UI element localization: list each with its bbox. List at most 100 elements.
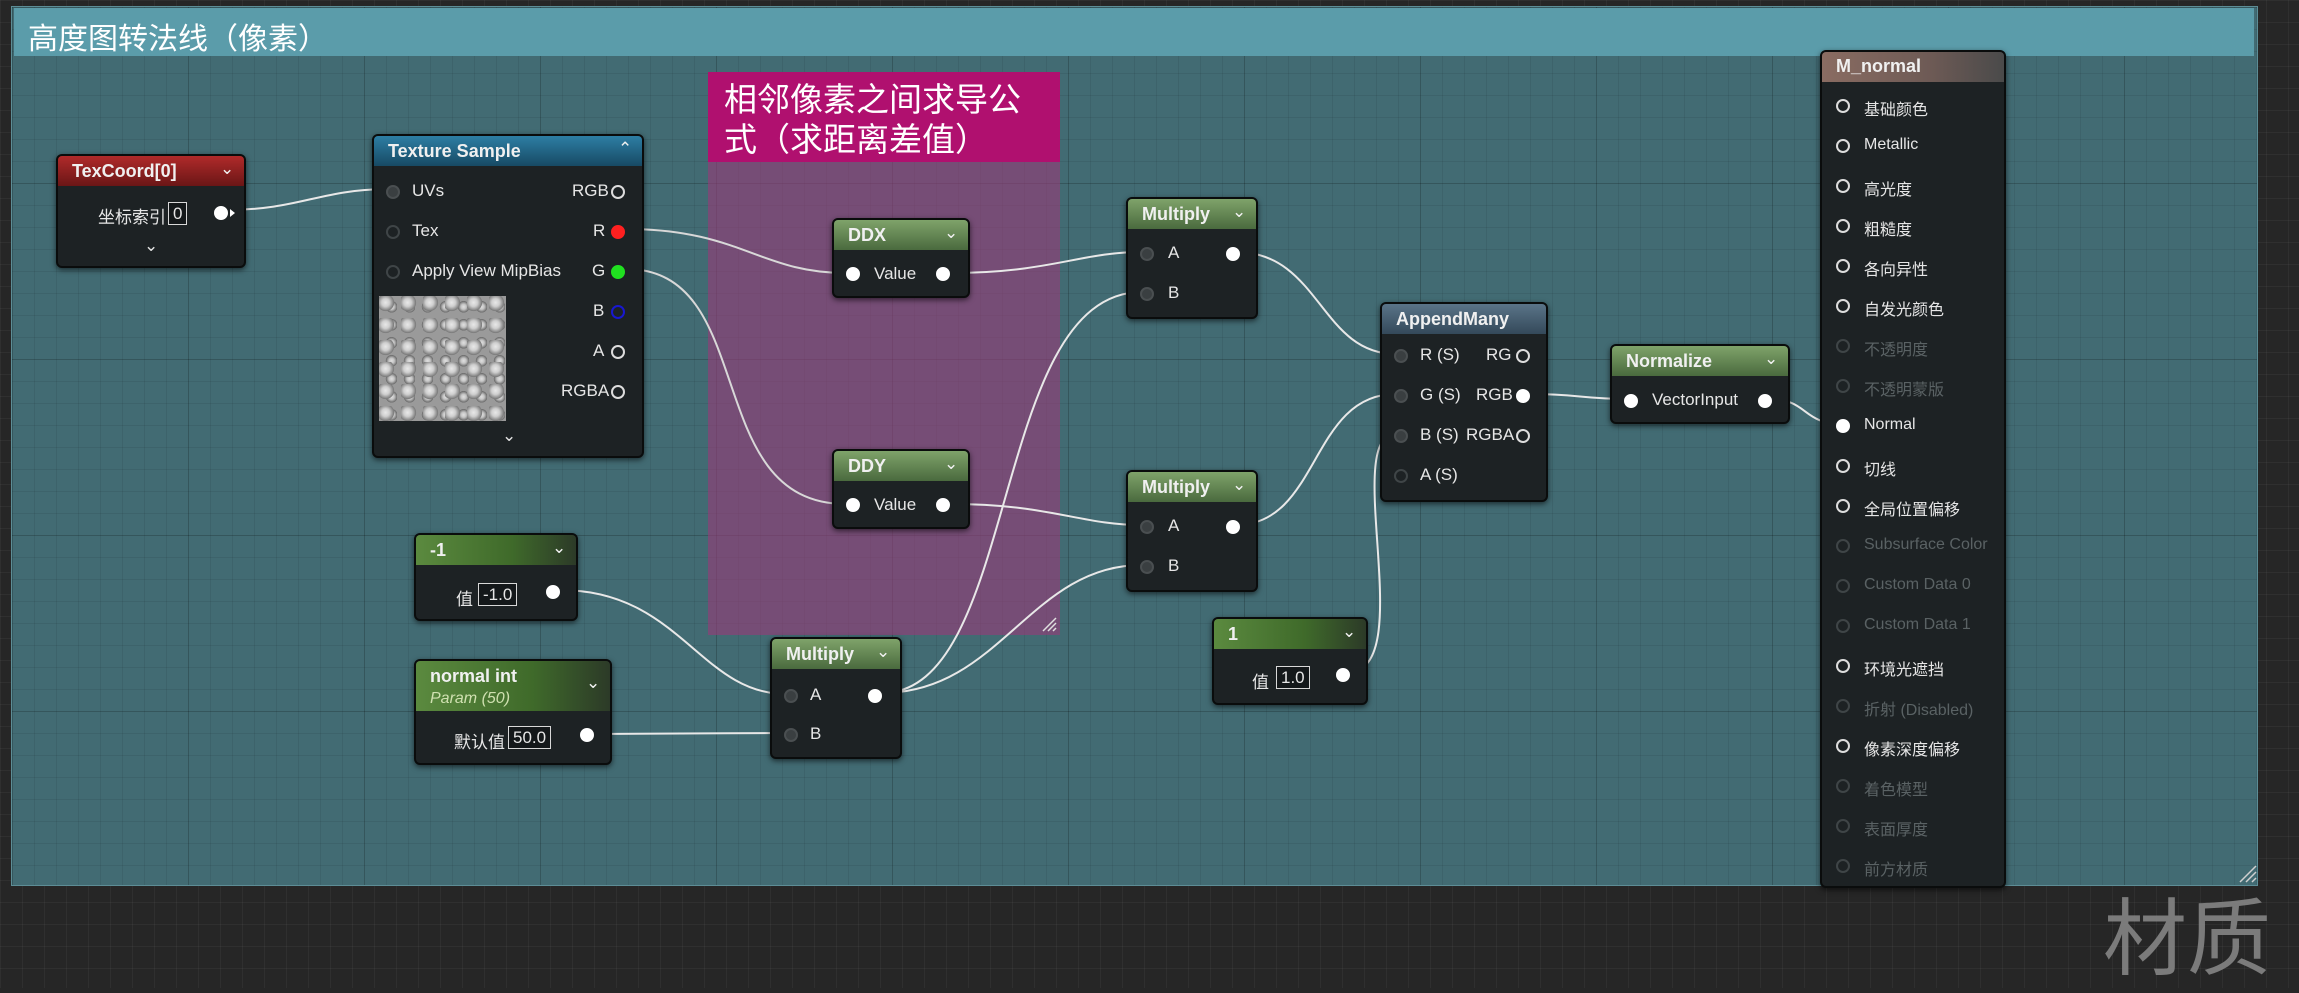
normalize-header[interactable] [1612,346,1788,376]
chevron-down-icon[interactable]: ⌄ [586,673,601,692]
append-rgb-pin[interactable] [1516,389,1530,403]
chevron-down-icon[interactable]: ⌄ [876,642,891,661]
uvs-input-pin[interactable] [386,185,400,199]
append-r-pin[interactable] [1394,349,1408,363]
multiply-b-a-pin[interactable] [1140,520,1154,534]
multiply-b-output-pin[interactable] [1226,520,1240,534]
append-b-pin[interactable] [1394,429,1408,443]
multiply-a-output-pin[interactable] [1226,247,1240,261]
chevron-down-icon[interactable]: ⌄ [944,454,959,473]
tex-input-pin[interactable] [386,225,400,239]
multiply-b-header[interactable] [1128,472,1256,502]
material-pin-dot[interactable] [1836,779,1850,793]
material-pin-dot[interactable] [1836,179,1850,193]
ddx-input-pin[interactable] [846,267,860,281]
material-pin-dot[interactable] [1836,579,1850,593]
comment-header[interactable] [14,8,2254,56]
inner-comment-header[interactable] [708,72,1060,162]
expand-chevron-icon[interactable]: ⌄ [502,426,517,445]
const-neg1-output-pin[interactable] [546,585,560,599]
chevron-down-icon[interactable]: ⌄ [1232,475,1247,494]
a-output-pin[interactable] [611,345,625,359]
material-pin-dot[interactable] [1836,379,1850,393]
ddy-node[interactable]: DDY ⌄ Value [832,449,970,529]
material-pin-dot[interactable] [1836,99,1850,113]
const-1-value-field[interactable]: 1.0 [1276,666,1310,689]
normal-int-node[interactable]: normal int Param (50) ⌄ 默认值 50.0 [414,659,612,765]
ddx-node[interactable]: DDX ⌄ Value [832,218,970,298]
ddx-header[interactable] [834,220,968,250]
material-pin-dot[interactable] [1836,739,1850,753]
ddy-header[interactable] [834,451,968,481]
material-pin-dot[interactable] [1836,139,1850,153]
r-output-pin[interactable] [611,225,625,239]
append-a-pin[interactable] [1394,469,1408,483]
rgba-output-pin[interactable] [611,385,625,399]
material-pin-dot[interactable] [1836,259,1850,273]
const-neg1-header[interactable] [416,535,576,565]
b-output-pin[interactable] [611,305,625,319]
material-pin-dot[interactable] [1836,459,1850,473]
append-rgba-pin[interactable] [1516,429,1530,443]
material-pin-dot[interactable] [1836,339,1850,353]
inner-comment-box[interactable] [708,72,1060,635]
multiply-c-output-pin[interactable] [868,689,882,703]
rgb-output-pin[interactable] [611,185,625,199]
texcoord-output-pin[interactable] [214,206,228,220]
const-neg1-value-field[interactable]: -1.0 [478,583,518,606]
material-pin-dot[interactable] [1836,859,1850,873]
multiply-a-a-pin[interactable] [1140,247,1154,261]
const-1-node[interactable]: 1 ⌄ 值 1.0 [1212,617,1368,705]
normalize-node[interactable]: Normalize ⌄ VectorInput [1610,344,1790,424]
mipbias-input-pin[interactable] [386,265,400,279]
material-pin-dot[interactable] [1836,619,1850,633]
texcoord-node[interactable]: TexCoord[0] ⌄ 坐标索引 0 ⌄ [56,154,246,268]
expand-chevron-icon[interactable]: ⌄ [144,236,159,255]
append-g-pin[interactable] [1394,389,1408,403]
multiply-c-header[interactable] [772,639,900,669]
texcoord-header[interactable] [58,156,244,186]
multiply-a-b-pin[interactable] [1140,287,1154,301]
texcoord-index-field[interactable]: 0 [168,202,188,225]
ddx-output-pin[interactable] [936,267,950,281]
material-pin-dot[interactable] [1836,419,1850,433]
inner-comment-resize-handle[interactable] [1040,615,1058,633]
const-1-header[interactable] [1214,619,1366,649]
ddy-output-pin[interactable] [936,498,950,512]
material-pin-dot[interactable] [1836,699,1850,713]
multiply-a-node[interactable]: Multiply ⌄ A B [1126,197,1258,319]
normal-int-value-field[interactable]: 50.0 [508,726,552,749]
multiply-a-header[interactable] [1128,199,1256,229]
material-pin-dot[interactable] [1836,659,1850,673]
multiply-c-node[interactable]: Multiply ⌄ A B [770,637,902,759]
comment-resize-handle[interactable] [2236,862,2258,884]
chevron-down-icon[interactable]: ⌄ [220,159,235,178]
normalize-output-pin[interactable] [1758,394,1772,408]
multiply-c-b-pin[interactable] [784,728,798,742]
multiply-b-node[interactable]: Multiply ⌄ A B [1126,470,1258,592]
material-pin-dot[interactable] [1836,219,1850,233]
normal-int-header[interactable] [416,661,610,711]
chevron-down-icon[interactable]: ⌄ [1342,622,1357,641]
material-pin-dot[interactable] [1836,819,1850,833]
const-neg1-node[interactable]: -1 ⌄ 值 -1.0 [414,533,578,621]
const-1-output-pin[interactable] [1336,668,1350,682]
material-header[interactable] [1822,52,2004,82]
append-many-node[interactable]: AppendMany R (S) G (S) B (S) A (S) RG RG… [1380,302,1548,502]
append-rg-pin[interactable] [1516,349,1530,363]
ddy-input-pin[interactable] [846,498,860,512]
material-pin-dot[interactable] [1836,539,1850,553]
multiply-c-a-pin[interactable] [784,689,798,703]
chevron-down-icon[interactable]: ⌄ [1232,202,1247,221]
chevron-down-icon[interactable]: ⌄ [944,223,959,242]
chevron-up-icon[interactable]: ⌃ [618,139,633,158]
texture-sample-header[interactable] [374,136,642,166]
material-pin-dot[interactable] [1836,499,1850,513]
chevron-down-icon[interactable]: ⌄ [1764,349,1779,368]
append-many-header[interactable] [1382,304,1546,334]
chevron-down-icon[interactable]: ⌄ [552,538,567,557]
multiply-b-b-pin[interactable] [1140,560,1154,574]
normalize-input-pin[interactable] [1624,394,1638,408]
normal-int-output-pin[interactable] [580,728,594,742]
